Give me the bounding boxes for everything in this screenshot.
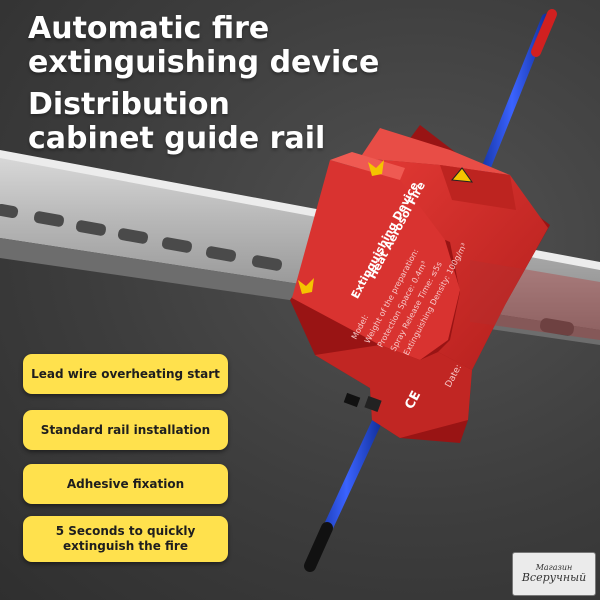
feature-badge-adhesive: Adhesive fixation <box>23 464 228 504</box>
headline-line: extinguishing device <box>28 44 380 80</box>
lead-wire <box>304 9 557 572</box>
headline-line: cabinet guide rail <box>28 120 326 156</box>
fire-extinguishing-device: Heat Aerosol Fire Extinguishing Device M… <box>290 125 550 443</box>
feature-badge-rail-install: Standard rail installation <box>23 410 228 450</box>
shop-watermark: Магазин Всеручный <box>512 552 596 596</box>
headline-rail: Distribution cabinet guide rail <box>28 88 325 155</box>
headline-line: Automatic fire <box>28 11 270 46</box>
feature-badge-5-seconds: 5 Seconds to quickly extinguish the fire <box>23 516 228 562</box>
headline-line: Distribution <box>28 87 230 122</box>
headline-device: Automatic fire extinguishing device <box>28 12 379 79</box>
feature-badge-lead-wire: Lead wire overheating start <box>23 354 228 394</box>
